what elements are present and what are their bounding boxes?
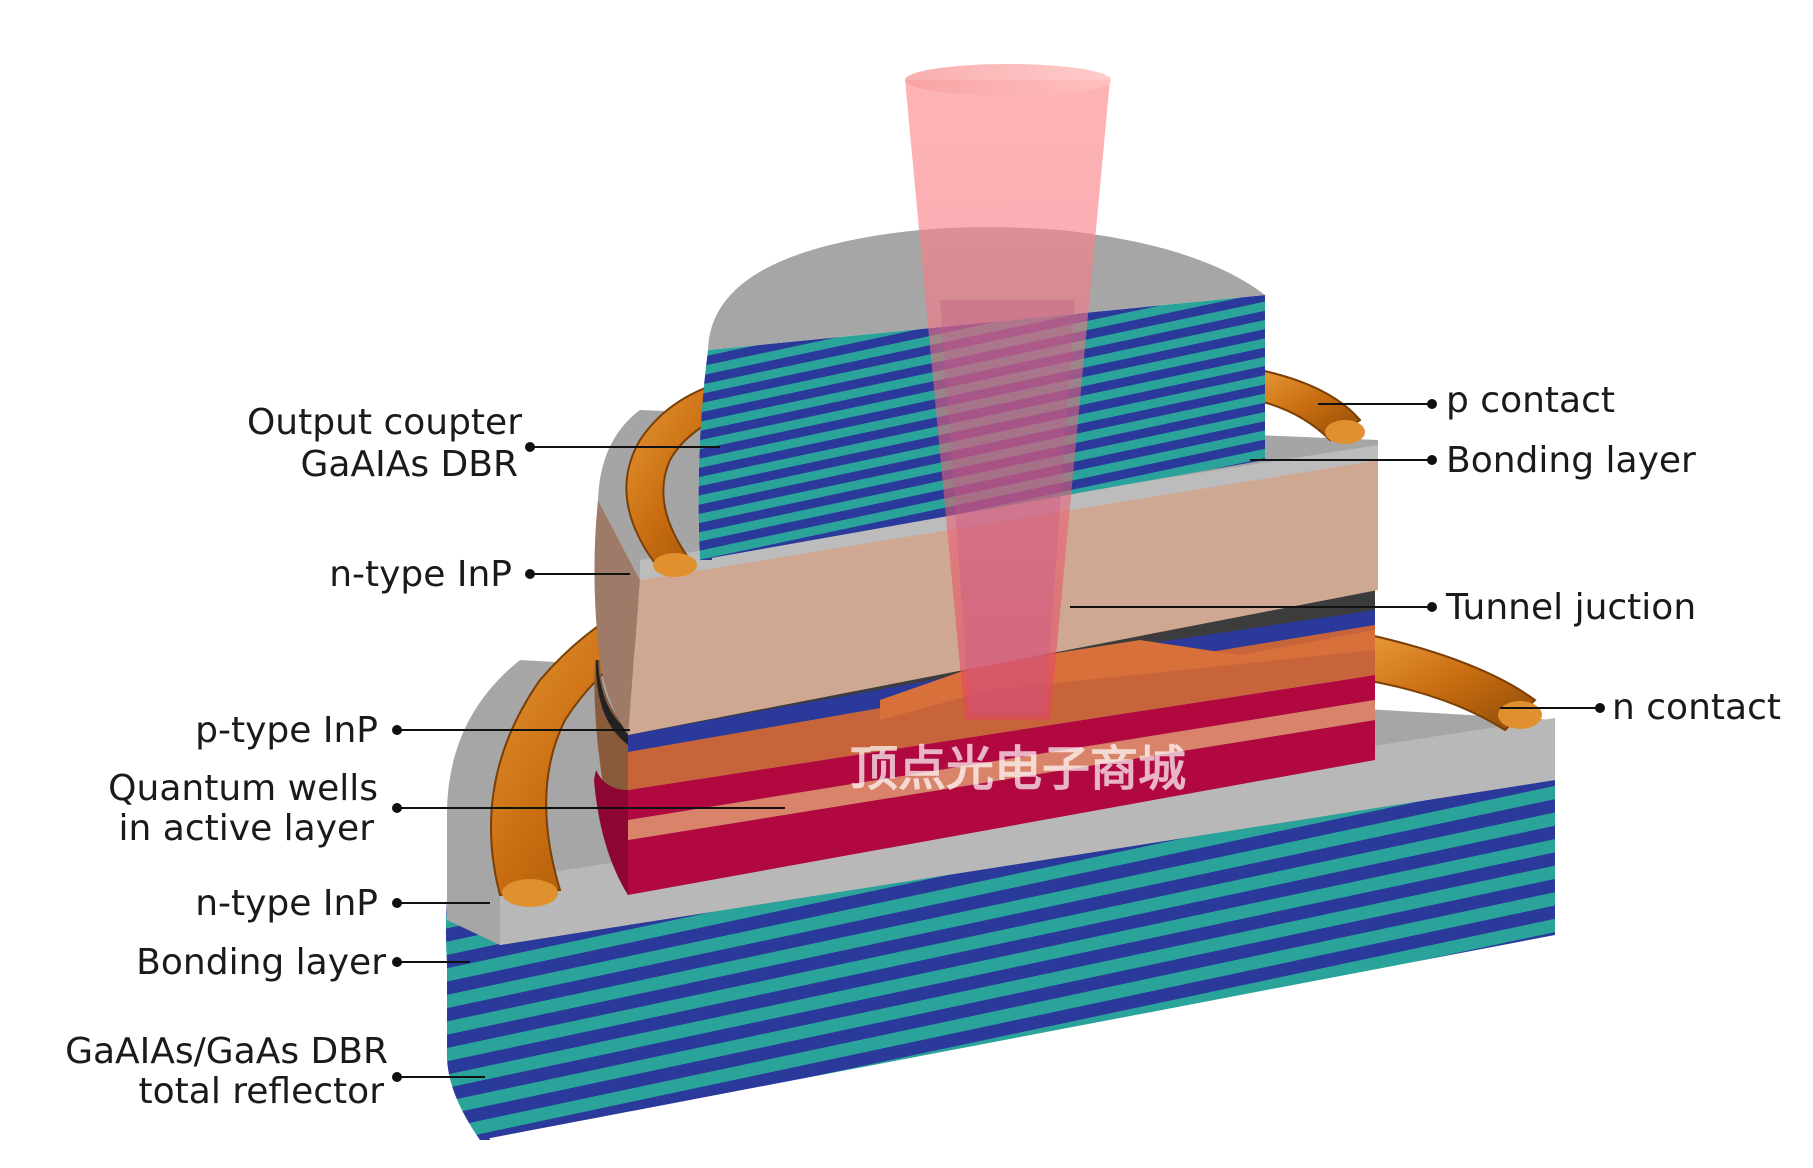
active-left-dark: [595, 660, 628, 745]
leader-lines: [392, 399, 1605, 1082]
p-contact-end-left: [653, 553, 697, 577]
label-n-contact: n contact: [1612, 687, 1781, 728]
orange-mesa-rise: [880, 630, 1375, 720]
top-dbr-left-curve: [698, 350, 718, 560]
crimson-layer-upper: [628, 675, 1375, 820]
label-quantum-wells-1: Quantum wells: [108, 768, 378, 809]
bottom-dbr-front-face: [446, 780, 1556, 1140]
beam-top-ellipse: [905, 64, 1111, 96]
peach-layer-thin: [628, 700, 1375, 840]
right-labels: p contact Bonding layer Tunnel juction n…: [1445, 380, 1781, 728]
label-bottom-dbr-1: GaAIAs/GaAs DBR: [65, 1031, 388, 1072]
crimson-layer-lower: [628, 720, 1375, 895]
label-p-contact: p contact: [1446, 380, 1615, 421]
label-output-coupler-2: GaAIAs DBR: [301, 444, 518, 485]
n-contact-end-right: [1498, 701, 1542, 729]
inp-left-side: [594, 500, 640, 735]
label-bottom-dbr-2: total reflector: [139, 1071, 385, 1112]
laser-beam: [905, 64, 1111, 720]
active-left-crimson: [594, 770, 628, 895]
beam-inner-core: [940, 300, 1075, 715]
label-bonding-layer-upper: Bonding layer: [1446, 440, 1696, 481]
n-contact-end-left: [502, 879, 558, 907]
label-tunnel-junction: Tunnel juction: [1445, 587, 1696, 628]
label-n-type-inp-upper: n-type InP: [329, 554, 512, 595]
label-bonding-layer-lower: Bonding layer: [136, 942, 386, 983]
beam-cone: [905, 80, 1110, 720]
label-quantum-wells-2: in active layer: [119, 808, 375, 849]
label-p-type-inp: p-type InP: [195, 710, 378, 751]
left-labels: Output coupter GaAIAs DBR n-type InP p-t…: [65, 402, 522, 1112]
bottom-dbr-curved-side: [445, 900, 490, 1140]
label-output-coupler-1: Output coupter: [247, 402, 522, 443]
p-contact-end-right: [1325, 420, 1365, 444]
label-n-type-inp-lower: n-type InP: [195, 883, 378, 924]
watermark-text: 顶点光电子商城: [850, 741, 1186, 797]
